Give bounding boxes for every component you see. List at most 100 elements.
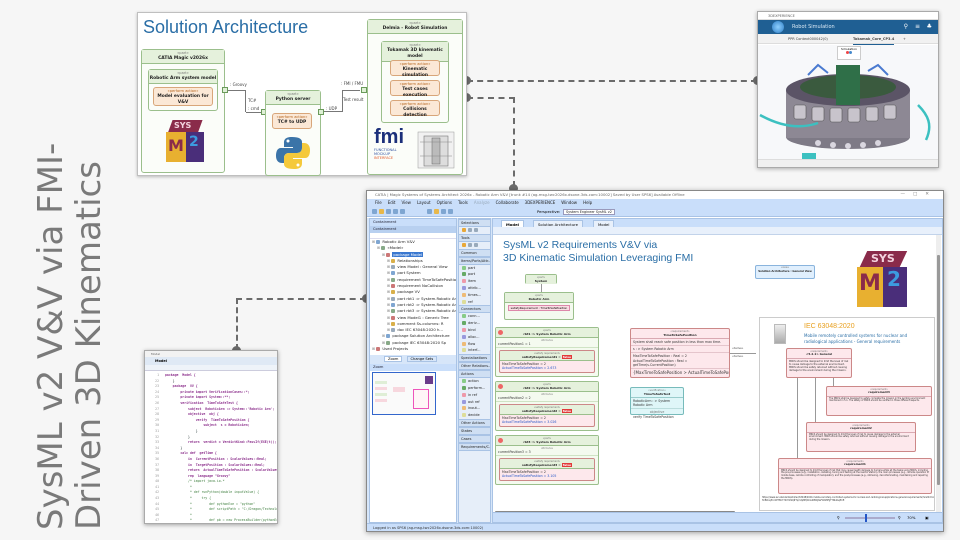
palette-group[interactable]: Actions <box>459 370 490 379</box>
pointer-icon[interactable] <box>462 228 466 232</box>
perspective-select[interactable]: System Engineer SysML v2 <box>563 209 615 215</box>
palette-group[interactable]: Items/Ports/Attr... <box>459 256 490 265</box>
undo-icon[interactable] <box>393 209 398 214</box>
expand-icon[interactable]: ⊞ <box>387 301 392 307</box>
palette-item[interactable]: inout... <box>459 405 490 412</box>
tool-icon[interactable] <box>474 228 478 232</box>
code-tab-model[interactable]: Model <box>155 359 167 363</box>
gear-icon[interactable] <box>849 51 853 54</box>
iec-url[interactable]: https://www.iec.standards/std/iec/63048/… <box>762 496 934 502</box>
menu-view[interactable]: View <box>401 200 411 205</box>
palette-group[interactable]: Common <box>459 248 490 257</box>
palette-item[interactable]: conn... <box>459 313 490 320</box>
requirement-time-to-safe-position[interactable]: «requirement»TimeToSafePosition System s… <box>630 328 730 378</box>
tree-item[interactable]: ⊞ requirement TimeToSafePosition <box>372 277 456 283</box>
tree-item[interactable]: ⊞ package Solution Architecture <box>372 333 456 339</box>
expand-icon[interactable]: ⊞ <box>387 308 392 314</box>
tree-item[interactable]: ⊞ comment Ss-columns: R <box>372 321 456 327</box>
expand-icon[interactable]: ⊞ <box>382 251 387 257</box>
palette-item[interactable]: item <box>459 278 490 285</box>
palette-item[interactable]: attrib... <box>459 285 490 292</box>
search-icon[interactable]: ⚲ <box>903 23 908 30</box>
editor-tab-model-2[interactable]: Model <box>593 220 615 227</box>
menu-icon[interactable]: ≡ <box>914 23 920 30</box>
diagram-canvas[interactable]: SysML v2 Requirements V&V via 3D Kinemat… <box>493 235 937 514</box>
tree-item[interactable]: ⊞ «Model» <box>372 245 456 251</box>
sim-tab-add[interactable]: + <box>903 37 906 41</box>
palette-item[interactable]: times... <box>459 292 490 299</box>
menu-edit[interactable]: Edit <box>387 200 396 205</box>
pointer-icon[interactable] <box>462 242 466 247</box>
zoom-preview[interactable] <box>372 372 436 415</box>
menu-file[interactable]: File <box>375 200 382 205</box>
tool-icon[interactable] <box>448 209 454 214</box>
editor-tab-model[interactable]: Model <box>501 220 524 227</box>
tool-icon[interactable] <box>468 228 472 232</box>
expand-icon[interactable]: ⊞ <box>387 327 392 333</box>
expand-icon[interactable]: ⊞ <box>387 283 392 289</box>
expand-icon[interactable]: ⊞ <box>387 314 392 320</box>
zoom-in-icon[interactable]: ⚲ <box>898 515 901 520</box>
palette-group[interactable]: Selections <box>459 219 490 227</box>
expand-icon[interactable]: ⊞ <box>387 264 392 270</box>
palette-group[interactable]: Cases <box>459 434 490 443</box>
tool-icon[interactable] <box>427 209 433 214</box>
sim-tab-tokamak[interactable]: Tokamak_Core_CP3.4 <box>853 34 895 45</box>
tab-change-sets[interactable]: Change Sets <box>406 356 438 362</box>
tool-icon[interactable] <box>468 242 472 247</box>
window-controls[interactable]: —□✕ <box>896 191 943 199</box>
requirement-general[interactable]: «requirement»<5.2.1> General MRCS should… <box>786 348 852 378</box>
save-icon[interactable] <box>386 209 391 214</box>
containment-tab[interactable]: Containment <box>370 219 456 226</box>
menu-analyze[interactable]: Analyze <box>473 200 490 205</box>
expand-icon[interactable]: ⊞ <box>382 333 387 339</box>
palette-item[interactable]: action <box>459 378 490 385</box>
palette-item[interactable]: port <box>459 271 490 278</box>
fit-icon[interactable]: ▣ <box>925 515 929 520</box>
menu-3dexperience[interactable]: 3DEXPERIENCE <box>524 200 556 205</box>
view-solution-architecture[interactable]: «view» Solution Architecture : General V… <box>755 265 815 279</box>
expand-icon[interactable]: ⊞ <box>372 346 377 352</box>
expand-icon[interactable]: ⊞ <box>387 289 392 295</box>
sim-3d-viewport[interactable]: Simulation <box>758 45 938 160</box>
palette-group[interactable]: Requirements/C... <box>459 442 490 451</box>
expand-icon[interactable]: ⊞ <box>372 239 377 244</box>
menu-window[interactable]: Window <box>561 200 578 205</box>
palette-group[interactable]: Specializations <box>459 354 490 363</box>
tree-item[interactable]: ⊞ part rbt2 :> System.Robotic Arm <box>372 302 456 308</box>
record-icon[interactable] <box>845 51 849 54</box>
palette-group[interactable]: Connectors <box>459 305 490 314</box>
verification-time-to-safe-test[interactable]: «verification»TimeToSafeTest RoboticArm … <box>630 387 684 419</box>
tree-item[interactable]: ⊞ Robotic Arm V&V <box>372 239 456 245</box>
tree-item[interactable]: ⊞ package Model <box>372 251 456 258</box>
palette-item[interactable]: part <box>459 265 490 272</box>
zoom-level[interactable]: 70% <box>907 515 916 520</box>
tool-icon[interactable] <box>474 242 478 247</box>
palette-item[interactable]: perform... <box>459 385 490 392</box>
editor-tab-solution-architecture[interactable]: Solution Architecture <box>533 220 583 227</box>
palette-item[interactable]: alloc... <box>459 334 490 341</box>
tree-item[interactable]: ⊞ Relationships <box>372 258 456 264</box>
tree-item[interactable]: ⊞ part rbt3 :> System.Robotic Arm <box>372 308 456 314</box>
tag-icon[interactable]: ♣ <box>926 23 932 30</box>
expand-icon[interactable]: ⊞ <box>387 320 392 326</box>
expand-icon[interactable]: ⊞ <box>387 295 392 301</box>
menu-help[interactable]: Help <box>583 200 593 205</box>
compass-icon[interactable] <box>772 21 784 33</box>
palette-group[interactable]: Other Relations... <box>459 362 490 371</box>
palette-item[interactable]: out ref <box>459 399 490 406</box>
tree-item[interactable]: ⊞ Used Projects <box>372 346 456 352</box>
zoom-slider[interactable] <box>845 514 895 522</box>
palette-group[interactable]: Tools <box>459 233 490 242</box>
menu-layout[interactable]: Layout <box>416 200 431 205</box>
expand-icon[interactable]: ⊞ <box>387 276 392 282</box>
expand-icon[interactable]: ⊞ <box>387 270 392 276</box>
palette-item[interactable]: ref <box>459 299 490 306</box>
menu-collaborate[interactable]: Collaborate <box>495 200 519 205</box>
menu-tools[interactable]: Tools <box>458 200 468 205</box>
